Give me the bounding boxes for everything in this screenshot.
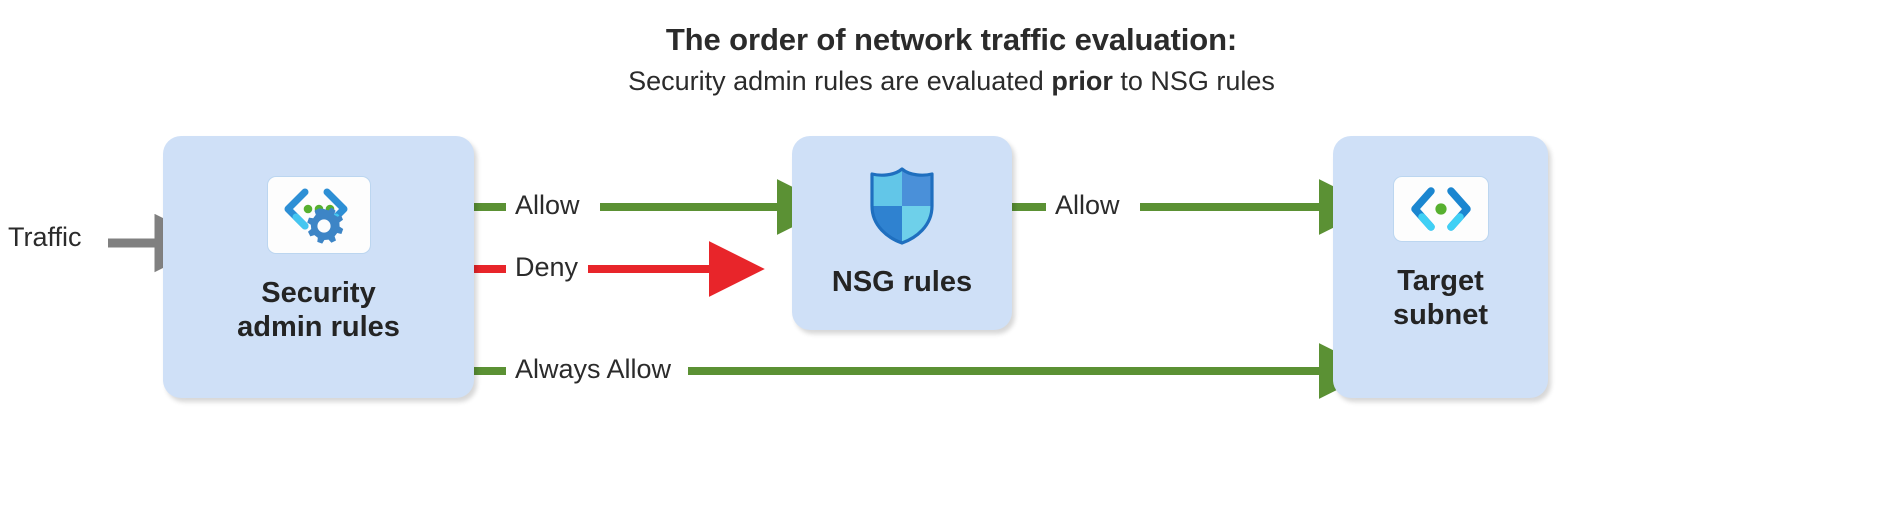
page-title: The order of network traffic evaluation:	[665, 22, 1238, 57]
connector-label-always-allow: Always Allow	[506, 354, 681, 385]
subtitle-suffix: to NSG rules	[1112, 66, 1275, 96]
node-label: NSG rules	[831, 266, 973, 298]
connector-label-deny: Deny	[506, 252, 588, 283]
connector-label-traffic: Traffic	[8, 222, 82, 252]
node-label: Security admin rules	[237, 277, 400, 344]
subtitle-emphasis: prior	[1051, 66, 1113, 96]
shield-icon	[866, 166, 938, 251]
subtitle-prefix: Security admin rules are evaluated	[628, 66, 1052, 96]
node-label: Target subnet	[1392, 265, 1489, 332]
subnet-brackets-icon	[1392, 176, 1489, 242]
page-subtitle: Security admin rules are evaluated prior…	[0, 66, 1903, 97]
node-nsg-rules[interactable]: NSG rules	[792, 136, 1012, 330]
code-brackets-gear-icon	[266, 176, 371, 254]
node-security-admin-rules[interactable]: Security admin rules	[163, 136, 474, 398]
node-target-subnet[interactable]: Target subnet	[1333, 136, 1548, 398]
connector-label-allow-to-subnet: Allow	[1046, 190, 1129, 221]
connector-label-allow-to-nsg: Allow	[506, 190, 589, 221]
